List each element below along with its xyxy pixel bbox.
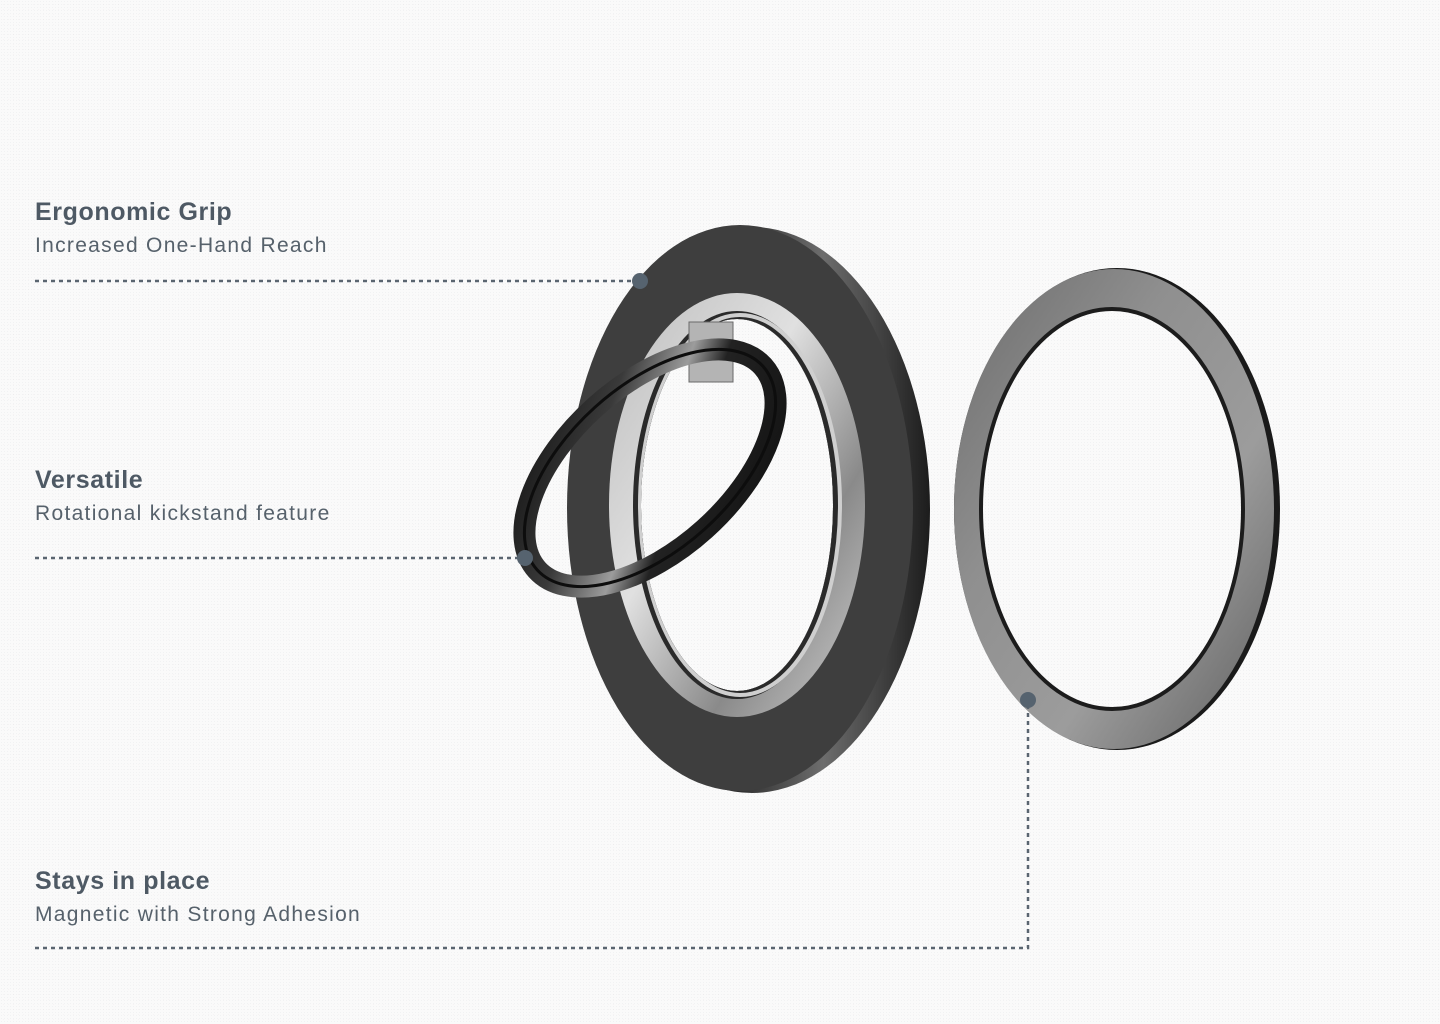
rotating-finger-ring xyxy=(513,321,787,598)
magnetic-ring-holder xyxy=(567,225,930,793)
callout-dots xyxy=(517,273,1036,708)
callout-subtitle: Magnetic with Strong Adhesion xyxy=(35,903,362,926)
callout-dot-versatile xyxy=(517,550,533,566)
callout-title: Versatile xyxy=(35,466,144,494)
callout-title: Stays in place xyxy=(35,867,211,895)
callout-subtitle: Increased One-Hand Reach xyxy=(35,234,328,257)
callout-dot-ergonomic-grip xyxy=(632,273,648,289)
leader-line-stays-in-place xyxy=(35,706,1030,950)
callout-title: Ergonomic Grip xyxy=(35,198,233,226)
callout-versatile: Versatile Rotational kickstand feature xyxy=(35,465,331,527)
leader-lines xyxy=(35,279,1030,950)
callout-subtitle: Rotational kickstand feature xyxy=(35,502,331,525)
callout-dot-stays-in-place xyxy=(1020,692,1036,708)
callout-ergonomic-grip: Ergonomic Grip Increased One-Hand Reach xyxy=(35,197,328,259)
metal-adhesive-plate xyxy=(954,268,1280,750)
callout-stays-in-place: Stays in place Magnetic with Strong Adhe… xyxy=(35,866,361,928)
